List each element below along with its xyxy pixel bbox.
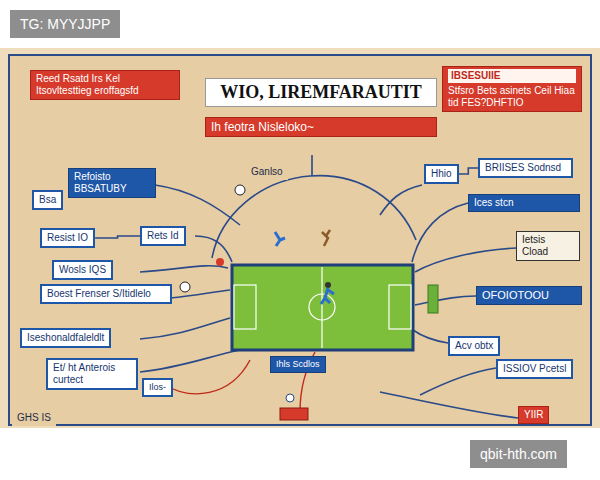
wire (415, 296, 476, 305)
red-box: Ih feotra Nisleloko~ (205, 117, 437, 137)
outlined-box: Resist IO (40, 228, 95, 248)
wire (413, 330, 448, 343)
box-text: Ietsis Cload (522, 234, 574, 258)
box-text: Refoisto BBSATUBY (74, 171, 150, 195)
box-text: Rets Id (147, 230, 179, 242)
box-text: Iseshonaldfaleldlt (27, 332, 104, 344)
box-text: Hhio (431, 168, 452, 180)
marker (286, 394, 294, 402)
connector (95, 236, 140, 238)
outlined-box: Boest Frenser S/Itidlelo (40, 284, 172, 304)
box-heading: IBSESUIIE (448, 69, 576, 83)
box-text: Ilos- (149, 382, 166, 393)
wire (165, 360, 250, 394)
outlined-box: Et/ ht Anterois curtect (46, 358, 138, 390)
outlined-box: Wosls IQS (52, 260, 113, 280)
player-figure (321, 282, 334, 304)
wire (420, 368, 496, 395)
hub-arc (212, 176, 416, 258)
blue-box: OFOIOTOOU (476, 286, 582, 305)
red-box: IBSESUIIE Stfsro Bets asinets Ceil Hiaa t… (442, 66, 582, 112)
halfway-line (321, 267, 322, 348)
outlined-box: Iseshonaldfaleldlt (20, 328, 111, 348)
box-text: Et/ ht Anterois curtect (53, 362, 131, 386)
red-tag (280, 408, 308, 420)
box-text: Boest Frenser S/Itidlelo (47, 288, 165, 300)
outlined-box: ISSIOV Pcetsl (496, 359, 573, 379)
wires (140, 155, 518, 418)
centre-circle (309, 294, 335, 320)
box-text: Stfsro Bets asinets Ceil Hiaa tid FES?DH… (448, 85, 576, 109)
box-text: GHS IS (17, 412, 51, 424)
box-text: Wosls IQS (59, 264, 106, 276)
outlined-box: Ilos- (142, 378, 173, 397)
blue-box: Ices stcn (468, 194, 580, 212)
player-figure (275, 232, 285, 246)
flag (428, 285, 438, 313)
box-text: Ices stcn (474, 197, 574, 209)
red-box: Reed Rsatd Irs Kel Itsovltesttieg eroffa… (30, 70, 180, 100)
box-text: ISSIOV Pcetsl (503, 363, 566, 375)
red-box: YIIR (518, 406, 549, 424)
watermark: qbit-hth.com (470, 440, 567, 468)
text-node: GHS IS (12, 410, 56, 426)
blue-box: Ihls Scdlos (270, 356, 326, 373)
marker (216, 258, 224, 266)
outlined-box: BRIISES Sodnsd (478, 158, 573, 178)
box-text: Ih feotra Nisleloko~ (211, 120, 431, 134)
penalty-box (389, 285, 411, 329)
box-text: Resist IO (47, 232, 88, 244)
poster-title: WIO, LIREMFARAUTIT (205, 78, 437, 107)
watermark: TG: MYYJJPP (10, 10, 120, 38)
wire (140, 266, 228, 272)
box-text: BRIISES Sodnsd (485, 162, 566, 174)
box-text: Ihls Scdlos (276, 359, 320, 370)
wire (380, 392, 518, 418)
ball (235, 185, 245, 195)
wire (311, 155, 313, 176)
small-figures (180, 185, 438, 420)
text-node: Ganlso (246, 164, 288, 180)
outlined-box: Ietsis Cload (516, 231, 580, 261)
box-text: Acv obtx (455, 340, 493, 352)
outlined-box: Rets Id (140, 226, 186, 246)
wire (140, 318, 230, 339)
outlined-box: Hhio (424, 164, 459, 184)
wire (140, 350, 240, 372)
wire (170, 290, 230, 298)
box-text: Ganlso (251, 166, 283, 178)
penalty-box (234, 285, 256, 329)
ball (180, 282, 190, 292)
wire (155, 185, 240, 225)
outlined-box: Bsa (32, 190, 63, 210)
box-text: Bsa (39, 194, 56, 206)
player-figure (322, 230, 330, 246)
football-pitch (232, 265, 413, 350)
wire (380, 185, 422, 215)
wire (415, 248, 516, 272)
box-text: Reed Rsatd Irs Kel Itsovltesttieg eroffa… (36, 73, 174, 97)
blue-box: Refoisto BBSATUBY (68, 168, 156, 198)
box-text: YIIR (524, 409, 543, 421)
wire (195, 236, 232, 262)
outlined-box: Acv obtx (448, 336, 500, 356)
pitch (232, 265, 413, 350)
connector (459, 168, 478, 174)
wire (412, 203, 468, 262)
box-text: OFOIOTOOU (482, 289, 576, 302)
